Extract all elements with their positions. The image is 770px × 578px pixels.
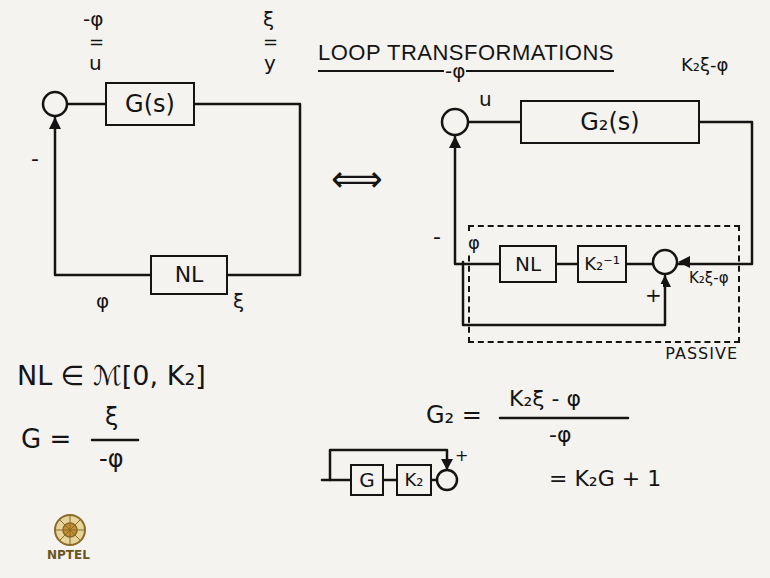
sector-condition: NL ∈ ℳ[0, K₂] (16, 360, 207, 391)
equation-text: = K₂G + 1 (548, 466, 662, 491)
equivalence-arrow: ⟺ (330, 158, 384, 199)
equals-sign: = (262, 32, 279, 53)
signal-name: K₂ξ-φ (688, 270, 730, 287)
signal-wire (557, 264, 577, 265)
signal-wire (55, 104, 150, 275)
nptel-logo (55, 515, 85, 545)
block-label: NL (175, 263, 204, 287)
block-label: G (359, 469, 375, 491)
signal-name: φ (95, 290, 110, 313)
signal-wire (455, 122, 520, 264)
sign-mark: - (432, 224, 442, 249)
signal-name: -φ (82, 8, 104, 31)
signal-name: K₂ξ-φ (680, 55, 729, 76)
signal-name: u (88, 52, 103, 75)
equals-sign: = (88, 32, 105, 53)
signal-name: ξ (232, 290, 245, 313)
block-label: K₂ (404, 470, 423, 490)
fraction-line (92, 439, 138, 442)
fraction-line (500, 417, 628, 420)
gain-block: K₂ (396, 464, 432, 496)
input-wire (322, 479, 350, 482)
sign-mark: + (644, 284, 663, 307)
summing-junction (43, 92, 67, 116)
block-label: G₂(s) (580, 109, 639, 135)
transfer-block: G (350, 464, 384, 496)
arrow-head (49, 117, 61, 129)
sign-mark: + (454, 447, 469, 465)
summing-junction (442, 109, 468, 135)
signal-name: ξ (262, 8, 275, 31)
block-label: NL (515, 253, 541, 275)
signal-name: u (478, 88, 493, 111)
arrow-head (449, 136, 461, 148)
fraction-denominator: -φ (98, 446, 125, 474)
watermark: NPTEL (46, 549, 91, 563)
arrow-head (678, 256, 690, 268)
summing-junction (653, 250, 677, 274)
block-label: K₂⁻¹ (584, 254, 620, 274)
transfer-block: G(s) (105, 82, 195, 126)
fraction-denominator: -φ (548, 422, 572, 447)
nonlinearity-block: NL (150, 255, 228, 295)
nonlinearity-block: NL (499, 245, 557, 283)
fraction-numerator: ξ (104, 404, 119, 432)
region-heading: PASSIVE (665, 345, 738, 363)
signal-name: -φ (444, 60, 466, 83)
equation-text: G = (20, 425, 72, 455)
sign-mark: - (30, 146, 40, 171)
signal-wire (384, 480, 396, 481)
signal-wire (557, 263, 577, 266)
transfer-block: G₂(s) (520, 100, 700, 144)
block-label: G(s) (125, 91, 175, 117)
signal-wire (384, 479, 396, 482)
feedthrough-wire (463, 262, 665, 325)
signal-wire (195, 104, 300, 275)
equation-text: G₂ = (425, 402, 483, 430)
signal-wire (455, 122, 520, 264)
signal-name: y (263, 52, 277, 75)
fraction-numerator: K₂ξ - φ (508, 386, 582, 411)
arrow-head (441, 459, 453, 470)
signal-name: φ (467, 233, 481, 254)
gain-block: K₂⁻¹ (577, 245, 627, 283)
summing-junction (437, 470, 457, 490)
signal-wire (195, 104, 300, 275)
signal-wire (55, 104, 150, 275)
